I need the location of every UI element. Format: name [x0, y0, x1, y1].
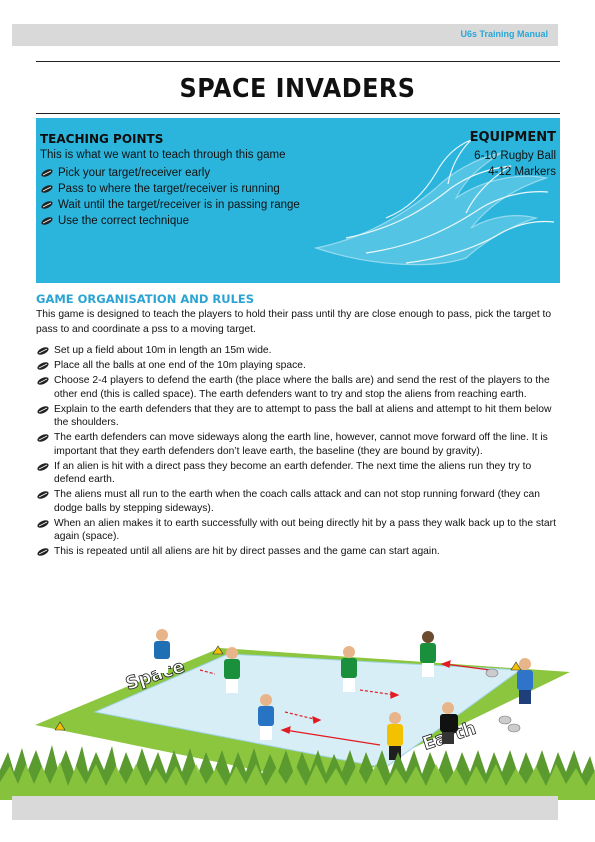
teaching-point-text: Pick your target/receiver early	[58, 167, 211, 179]
rule-text: If an alien is hit with a direct pass th…	[54, 460, 532, 486]
rule-text: The aliens must all run to the earth whe…	[54, 489, 540, 514]
game-intro: This game is designed to teach the playe…	[36, 309, 552, 335]
rugby-ball	[498, 715, 512, 725]
rugby-ball-icon	[40, 216, 54, 226]
list-item: This is repeated until all aliens are hi…	[36, 545, 560, 559]
player-figure	[387, 712, 403, 760]
rule-text: Choose 2-4 players to defend the earth (…	[54, 375, 550, 400]
rugby-ball-icon	[36, 376, 50, 386]
footer-band	[12, 796, 558, 820]
teaching-panel: TEACHING POINTS This is what we want to …	[36, 118, 560, 283]
list-item: If an alien is hit with a direct pass th…	[36, 460, 560, 487]
list-item: Use the correct technique	[40, 213, 300, 229]
rugby-ball-icon	[36, 433, 50, 443]
rule-text: Explain to the earth defenders that they…	[54, 403, 552, 429]
game-rules-title: GAME ORGANISATION AND RULES	[36, 292, 255, 306]
rugby-ball	[507, 723, 521, 733]
player-figure	[440, 702, 458, 744]
marker-cone	[54, 721, 66, 731]
rule-text: When an alien makes it to earth successf…	[54, 517, 556, 543]
rugby-ball-icon	[36, 547, 50, 557]
teaching-points-list: Pick your target/receiver early Pass to …	[40, 165, 300, 229]
list-item: Explain to the earth defenders that they…	[36, 403, 560, 430]
list-item: Pick your target/receiver early	[40, 165, 300, 181]
list-item: The earth defenders can move sideways al…	[36, 431, 560, 458]
rugby-ball-icon	[36, 346, 50, 356]
marker-cone	[212, 645, 224, 655]
rugby-ball-icon	[40, 168, 54, 178]
rugby-ball-icon	[36, 462, 50, 472]
equipment-item: 4-12 Markers	[488, 166, 556, 178]
list-item: Pass to where the target/receiver is run…	[40, 181, 300, 197]
list-item: Choose 2-4 players to defend the earth (…	[36, 374, 560, 401]
rule-text: Set up a field about 10m in length an 15…	[54, 345, 272, 356]
rule-text: The earth defenders can move sideways al…	[54, 432, 548, 457]
page-title: SPACE INVADERS	[179, 74, 416, 104]
teaching-points-title: TEACHING POINTS	[40, 132, 164, 146]
manual-title: U6s Training Manual	[460, 29, 548, 39]
player-figure	[258, 694, 274, 740]
teaching-point-text: Use the correct technique	[58, 215, 190, 227]
list-item: Place all the balls at one end of the 10…	[36, 359, 560, 373]
player-figure	[420, 631, 436, 677]
rules-list: Set up a field about 10m in length an 15…	[36, 344, 560, 560]
teaching-point-text: Wait until the target/receiver is in pas…	[58, 199, 300, 211]
field-illustration: Space Earth	[0, 629, 595, 800]
list-item: When an alien makes it to earth successf…	[36, 517, 560, 544]
list-item: The aliens must all run to the earth whe…	[36, 488, 560, 515]
rule-text: This is repeated until all aliens are hi…	[54, 546, 440, 557]
rugby-ball-icon	[36, 405, 50, 415]
rugby-ball	[485, 668, 499, 678]
player-figure	[341, 646, 357, 692]
header-band: U6s Training Manual	[12, 24, 558, 46]
list-item: Set up a field about 10m in length an 15…	[36, 344, 560, 358]
rule-text: Place all the balls at one end of the 10…	[54, 360, 306, 371]
teaching-points-intro: This is what we want to teach through th…	[40, 149, 286, 161]
rugby-ball-icon	[36, 361, 50, 371]
title-rule-top	[36, 61, 560, 62]
equipment-title: EQUIPMENT	[469, 130, 556, 145]
rugby-ball-icon	[36, 490, 50, 500]
title-rule-bottom	[36, 113, 560, 114]
flame-decoration	[313, 139, 555, 266]
rugby-ball-icon	[36, 519, 50, 529]
player-figure	[517, 658, 533, 704]
list-item: Wait until the target/receiver is in pas…	[40, 197, 300, 213]
equipment-item: 6-10 Rugby Ball	[474, 150, 556, 162]
rugby-ball-icon	[40, 184, 54, 194]
grass-border-light	[0, 762, 595, 800]
player-figure	[224, 647, 240, 693]
rugby-ball-icon	[40, 200, 54, 210]
marker-cone	[510, 661, 522, 671]
teaching-point-text: Pass to where the target/receiver is run…	[58, 183, 280, 195]
player-figure	[154, 629, 170, 673]
